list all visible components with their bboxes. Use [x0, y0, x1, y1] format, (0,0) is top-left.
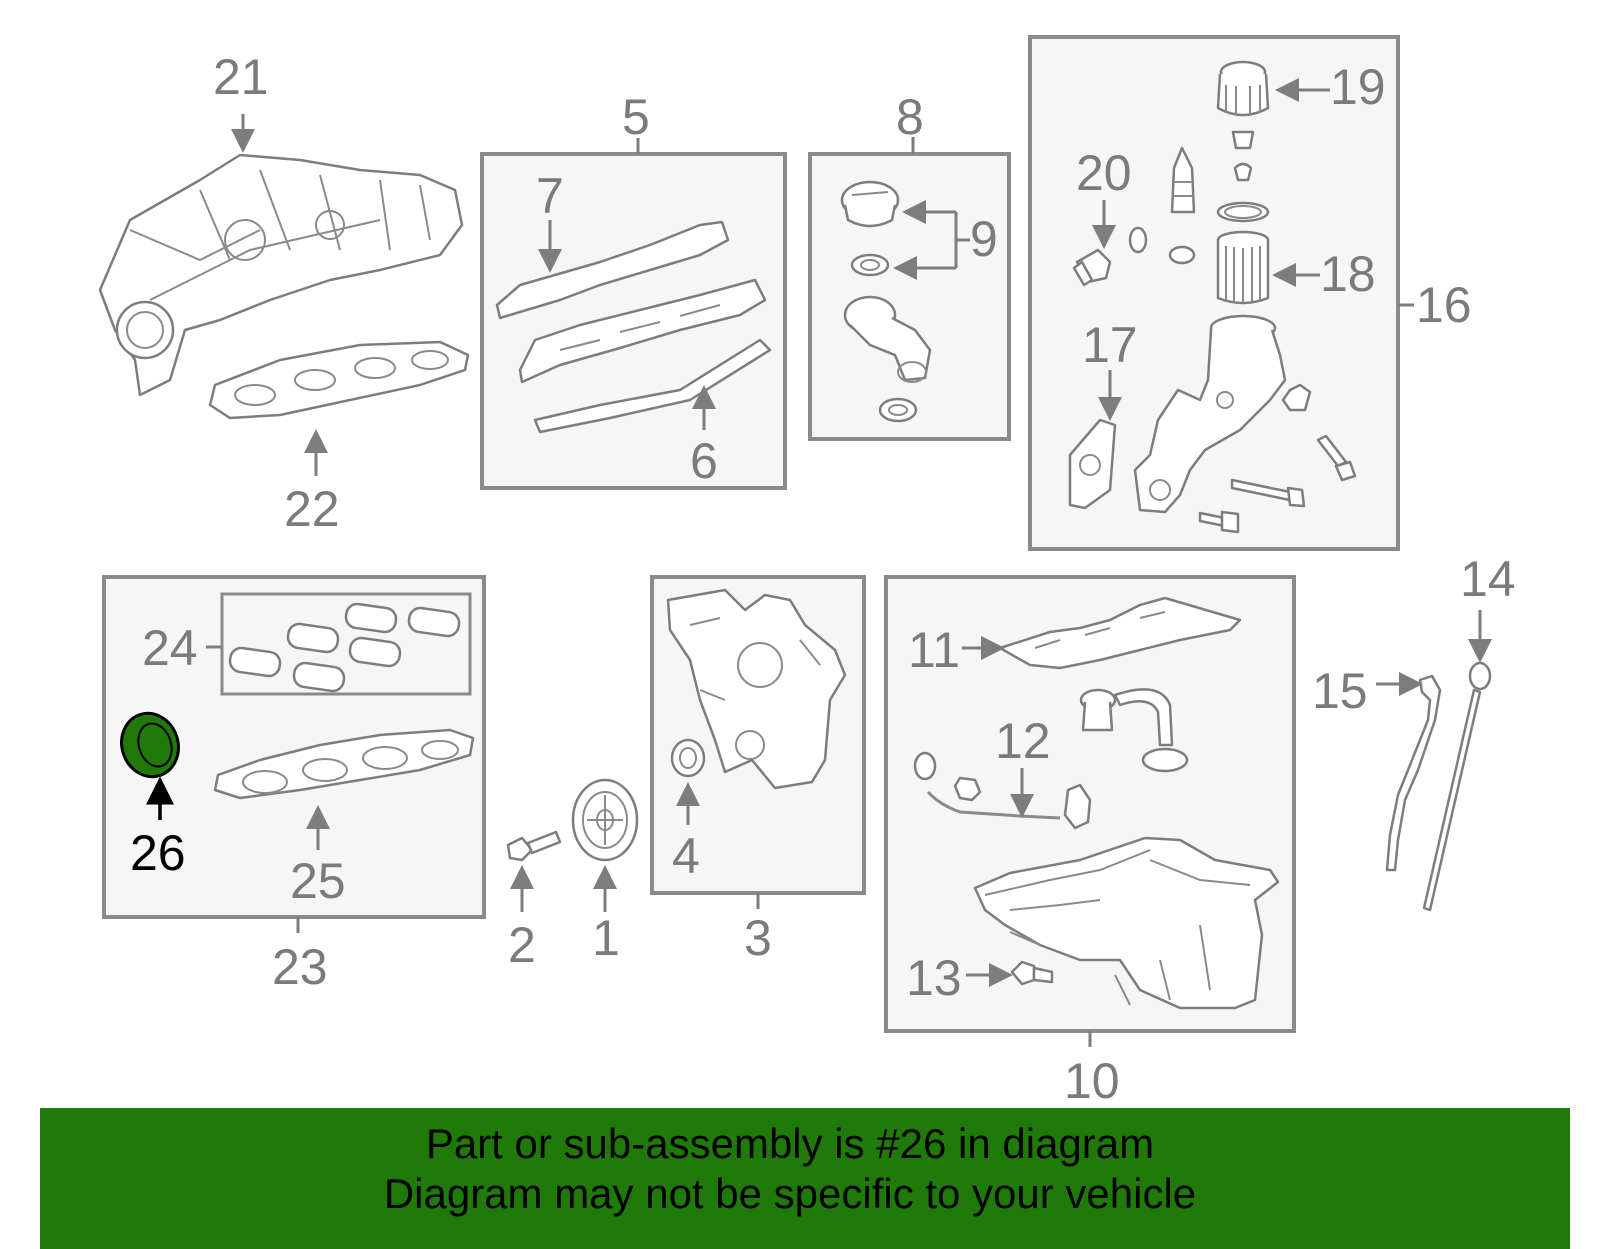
callout-23: 23 — [272, 939, 328, 995]
cover-seal-part-6 — [533, 338, 772, 434]
callout-6: 6 — [690, 433, 718, 489]
bolts — [1198, 434, 1357, 534]
callout-20: 20 — [1076, 145, 1132, 201]
callout-13: 13 — [906, 950, 962, 1006]
callout-8: 8 — [896, 89, 924, 145]
callout-7: 7 — [536, 168, 564, 224]
drain-plug-small — [1216, 130, 1270, 223]
callout-24: 24 — [142, 620, 198, 676]
callout-22: 22 — [284, 481, 340, 537]
sensor-harness-part-12 — [913, 751, 1092, 830]
callout-14: 14 — [1460, 551, 1516, 607]
callout-5: 5 — [622, 89, 650, 145]
crank-seal-part-4 — [670, 738, 706, 778]
dipstick-part-14 — [1422, 661, 1492, 912]
oil-filler-cap-part-9 — [840, 180, 900, 277]
oil-filler-tube — [843, 295, 932, 423]
group-box-8 — [808, 152, 1011, 441]
leader-lines — [146, 78, 1492, 1047]
callout-labels: 21 22 5 7 6 8 9 19 20 18 16 17 24 25 23 … — [130, 49, 1516, 1109]
banner-line-part-note: Part or sub-assembly is #26 in diagram — [425, 1120, 1155, 1167]
callout-18: 18 — [1320, 246, 1376, 302]
callout-12: 12 — [995, 713, 1051, 769]
sensor-tip — [1170, 146, 1196, 214]
callout-1: 1 — [592, 910, 620, 966]
intake-gasket-part-22 — [208, 340, 470, 420]
oil-pickup-tube — [1079, 688, 1189, 773]
callout-9: 9 — [970, 211, 998, 267]
callout-21: 21 — [213, 49, 269, 105]
group-box-24 — [220, 592, 472, 696]
banner-line-disclaimer: Diagram may not be specific to your vehi… — [383, 1170, 1197, 1217]
callout-4: 4 — [672, 828, 700, 884]
info-banner: Part or sub-assembly is #26 in diagram D… — [40, 1108, 1570, 1249]
oil-filter-housing — [1133, 314, 1312, 514]
pulley-bolt-part-2 — [506, 830, 562, 862]
dipstick-tube-part-15 — [1385, 674, 1442, 872]
oil-pan — [973, 836, 1280, 1010]
timing-cover-part-3 — [666, 588, 847, 790]
sensor-part-20 — [1072, 226, 1196, 287]
callout-17: 17 — [1082, 317, 1138, 373]
crank-pulley-part-1 — [571, 778, 639, 862]
oil-filter-cap-part-19 — [1216, 60, 1270, 117]
gasket-set-part-24 — [228, 602, 461, 693]
seal-ring-part-26 — [120, 711, 180, 779]
callout-15: 15 — [1312, 663, 1368, 719]
oil-filter-part-18 — [1216, 230, 1270, 305]
intake-manifold-part-21 — [98, 153, 464, 397]
engine-cover-lower — [518, 278, 767, 384]
callout-11: 11 — [908, 622, 960, 678]
callout-25: 25 — [290, 853, 346, 909]
baffle-part-11 — [998, 596, 1242, 670]
callout-16: 16 — [1416, 277, 1472, 333]
callout-3: 3 — [744, 910, 772, 966]
intake-gasket-part-25 — [213, 728, 475, 800]
callout-26: 26 — [130, 825, 186, 881]
engine-cover-part-7 — [495, 220, 730, 320]
callout-2: 2 — [508, 917, 536, 973]
drain-plug-part-13 — [1010, 960, 1054, 986]
callout-19: 19 — [1330, 59, 1386, 115]
callout-10: 10 — [1064, 1053, 1120, 1109]
